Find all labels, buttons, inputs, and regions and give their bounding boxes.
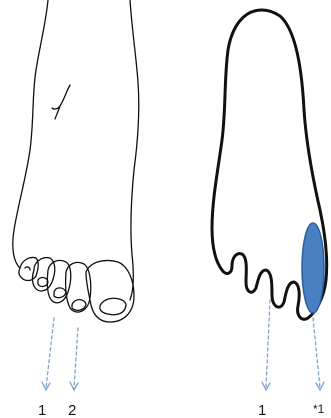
marker-arrows [42, 300, 324, 390]
arrow-left-1 [46, 318, 54, 388]
left-foot-toe-5 [19, 257, 38, 280]
left-foot-big-toe [86, 260, 134, 322]
marker-label-right-star1: *1 [313, 402, 325, 416]
marker-label-right-1: 1 [258, 402, 266, 418]
arrow-left-2 [74, 328, 78, 388]
left-foot-ankle-detail [52, 85, 70, 109]
left-foot-inner-contour [130, 0, 139, 300]
arrow-right-star1 [313, 318, 320, 388]
marker-label-left-2: 2 [68, 402, 76, 418]
arrow-right-1 [266, 300, 270, 388]
left-foot-outer-contour [13, 0, 48, 268]
left-foot-drawing [13, 0, 139, 322]
left-foot-toe-3 [47, 260, 70, 302]
marker-label-left-1: 1 [38, 402, 46, 418]
highlight-region [302, 223, 324, 313]
